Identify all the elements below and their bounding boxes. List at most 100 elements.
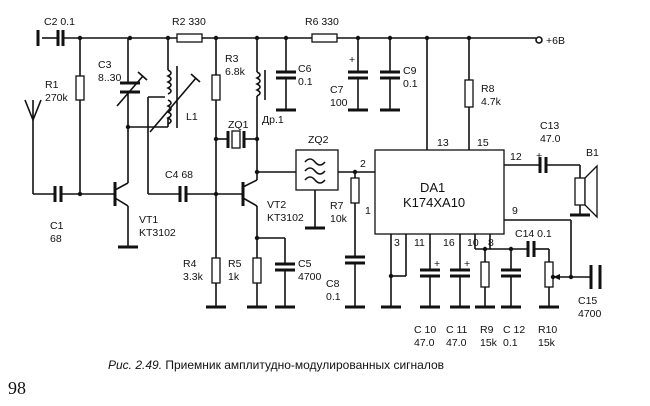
junction-dot	[254, 35, 260, 41]
junction-dot	[283, 35, 289, 41]
resistor-r4	[211, 257, 221, 284]
junction-dot	[466, 35, 472, 41]
resistor-r10	[544, 261, 554, 288]
junction-dot	[254, 169, 260, 175]
wires	[32, 37, 591, 307]
label-l1: L1	[186, 111, 198, 123]
pin-9: 9	[512, 205, 518, 217]
label-dr1: Др.1	[262, 114, 284, 126]
junction-dot	[550, 274, 556, 280]
label-r3-value: 6.8k	[225, 66, 246, 78]
label-vt2: VT2	[267, 199, 286, 211]
label-r1: R1	[45, 79, 59, 91]
label-c10-value: 47.0	[414, 337, 435, 349]
filter-wave-icon	[304, 158, 326, 184]
antenna-icon	[24, 99, 42, 123]
label-r6: R6 330	[305, 16, 339, 28]
power-terminal	[535, 36, 543, 44]
potentiometer-wiper-icon	[553, 274, 560, 280]
label-r9-value: 15k	[480, 337, 498, 349]
resistor-r3	[211, 74, 221, 101]
label-c10: C 10	[414, 324, 436, 336]
coil-l1-primary	[166, 69, 172, 95]
label-c8-value: 0.1	[326, 291, 341, 303]
label-vt2-value: KT3102	[267, 212, 304, 224]
label-c3-value: 8..30	[98, 72, 122, 84]
junction-dot	[424, 35, 430, 41]
junction-dot	[125, 124, 131, 130]
page-number: 98	[8, 378, 26, 398]
label-zq2: ZQ2	[308, 134, 329, 146]
label-c13-value: 47.0	[540, 133, 561, 145]
crystal-zq1	[231, 130, 241, 149]
label-c6: C6	[298, 63, 312, 75]
resistor-r7	[350, 177, 360, 204]
junction-dot	[254, 235, 260, 241]
label-c9-value: 0.1	[403, 78, 418, 90]
label-c11-value: 47.0	[446, 337, 467, 349]
junction-dot	[254, 136, 260, 142]
resistor-r5	[252, 257, 262, 284]
junction-dot	[352, 169, 358, 175]
c3-variable-arrow	[116, 75, 144, 107]
label-r5: R5	[228, 258, 242, 270]
figure-number: Рис. 2.49.	[108, 358, 163, 372]
resistor-r9	[480, 261, 490, 288]
pin-13: 13	[437, 137, 449, 149]
ic-da1	[374, 149, 505, 235]
c3-variable-tee	[137, 71, 148, 81]
label-c7: C7	[330, 84, 344, 96]
pin-8: 8	[488, 237, 494, 249]
pin-15: 15	[477, 137, 489, 149]
inductors	[149, 66, 266, 133]
label-r5-value: 1k	[228, 271, 240, 283]
junction-dot	[387, 35, 393, 41]
speaker-b1	[574, 177, 586, 206]
pin-2: 2	[360, 158, 366, 170]
label-zq1: ZQ1	[228, 119, 249, 131]
label-c12-value: 0.1	[503, 337, 518, 349]
junction-dot	[77, 191, 83, 197]
pin-16: 16	[443, 237, 455, 249]
label-c10-plus: +	[434, 258, 440, 270]
resistor-r6	[311, 33, 338, 43]
label-r8: R8	[481, 83, 495, 95]
resistor-r8	[464, 79, 474, 108]
capacitor-plates-and-grounds	[36, 30, 602, 309]
resistor-r1	[75, 75, 85, 101]
label-c15-value: 4700	[578, 308, 602, 320]
figure-title: Приемник амплитудно-модулированных сигна…	[162, 358, 445, 372]
label-c15: C15	[578, 295, 597, 307]
label-c7-value: 100	[330, 97, 348, 109]
label-c11-plus: +	[464, 258, 470, 270]
component-labels: C2 0.1 R2 330 R6 330 +6В R1 270k C3 8..3…	[44, 16, 602, 349]
label-b1: B1	[586, 147, 599, 159]
label-r10-value: 15k	[538, 337, 556, 349]
junction-dot	[508, 246, 514, 252]
label-c4: C4 68	[165, 169, 193, 181]
label-da1-value: K174XA10	[403, 195, 465, 210]
wire	[114, 197, 129, 207]
label-c14: C14 0.1	[515, 228, 552, 240]
label-c7-plus: +	[349, 54, 355, 66]
resistor-r2	[176, 33, 203, 43]
junction-dot	[213, 136, 219, 142]
speaker-cone-icon	[584, 164, 598, 219]
label-c1-value: 68	[50, 233, 62, 245]
label-r10: R10	[538, 324, 557, 336]
wire	[242, 179, 258, 188]
junctions	[77, 35, 574, 280]
wire	[114, 182, 129, 191]
label-r3: R3	[225, 53, 239, 65]
label-c2: C2 0.1	[44, 16, 75, 28]
coil-dr1	[255, 71, 261, 97]
label-r2: R2 330	[172, 16, 206, 28]
label-c5: C5	[298, 258, 312, 270]
label-c6-value: 0.1	[298, 76, 313, 88]
label-c5-value: 4700	[298, 271, 322, 283]
l1-tuning-arrow	[149, 77, 197, 133]
label-vt1-value: KT3102	[139, 227, 176, 239]
junction-dot	[388, 273, 394, 279]
pin-11: 11	[414, 237, 425, 249]
